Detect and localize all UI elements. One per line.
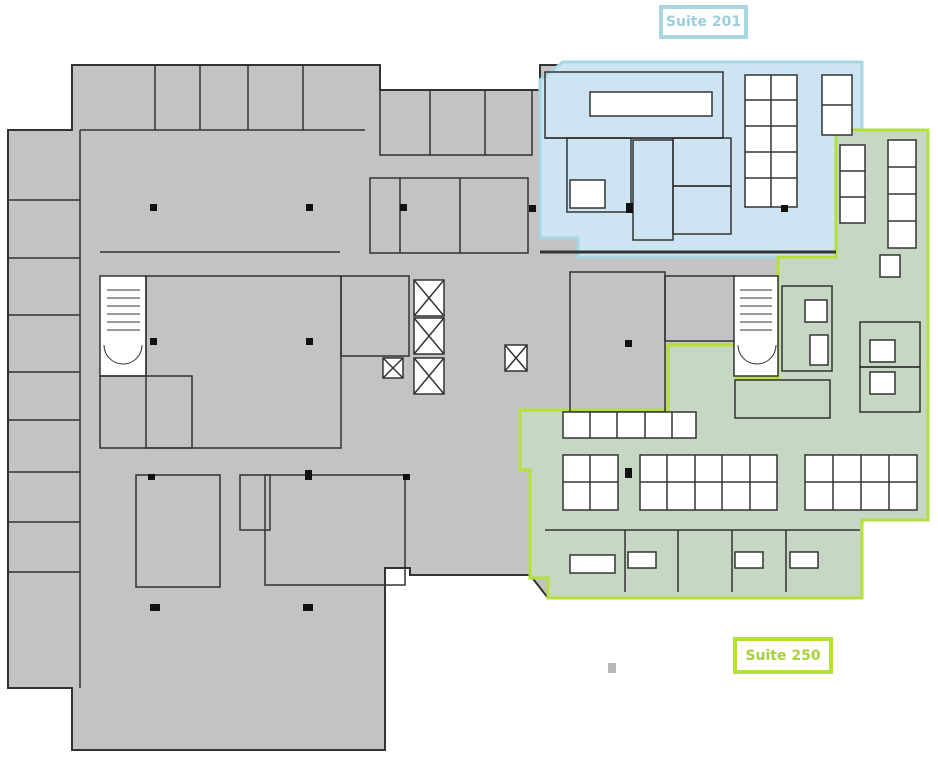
building-core (99, 271, 779, 588)
suite-201-label: Suite 201 (659, 5, 748, 39)
suite-250-label: Suite 250 (733, 637, 833, 674)
stairwell-icons (103, 289, 777, 365)
scale-marker (608, 663, 616, 673)
suite-250-interior (545, 254, 921, 592)
structural-columns (148, 203, 788, 611)
suite-201-interior (540, 71, 917, 254)
top-offices (80, 65, 533, 254)
left-perimeter-offices (8, 130, 81, 688)
